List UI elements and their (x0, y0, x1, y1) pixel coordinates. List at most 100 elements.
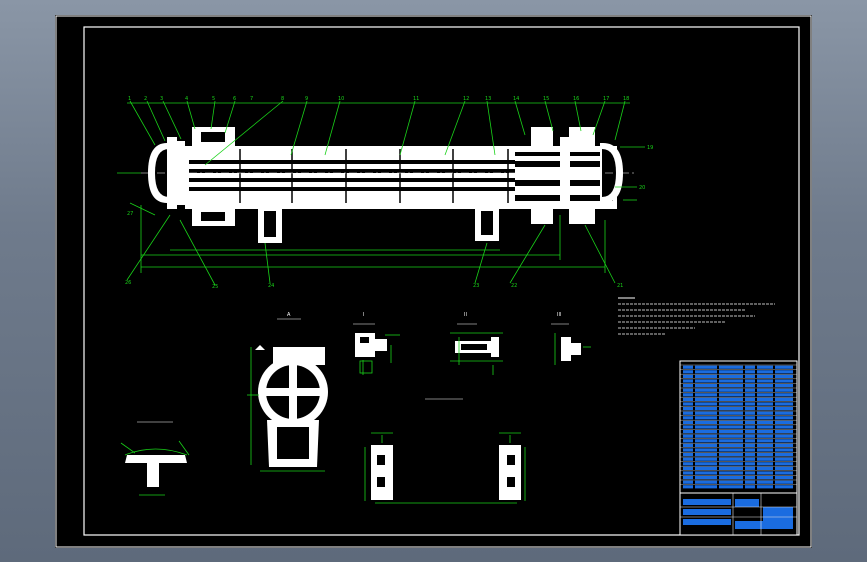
balloon-14: 14 (513, 96, 519, 102)
parts-list-cell (719, 457, 743, 461)
parts-list-cell (695, 457, 717, 461)
balloon-21: 21 (617, 283, 623, 289)
parts-list-cell (719, 430, 743, 434)
parts-list-cell (745, 397, 755, 401)
balloon-20: 20 (639, 185, 645, 191)
detail-3-block (561, 337, 571, 361)
heat-exchanger-elevation (141, 127, 635, 243)
parts-list-cell (719, 370, 743, 374)
parts-list-cell (695, 466, 717, 470)
tubesheet-right (499, 445, 521, 500)
parts-list-cell (719, 407, 743, 411)
left-tubesheet (167, 137, 177, 209)
parts-list-cell (683, 411, 693, 415)
parts-list-cell (719, 416, 743, 420)
parts-list-cell (757, 434, 773, 438)
parts-list-cell (775, 448, 793, 452)
balloon-12: 12 (463, 96, 469, 102)
support-detail-shape (125, 455, 187, 487)
parts-list-cell (695, 365, 717, 369)
parts-list-cell (775, 370, 793, 374)
parts-list-cell (775, 471, 793, 475)
right-bottom-nozzle-1 (531, 208, 553, 224)
parts-list-cell (757, 443, 773, 447)
parts-list-cell (695, 471, 717, 475)
parts-list-cell (775, 453, 793, 457)
parts-list-cell (719, 393, 743, 397)
balloon-17: 17 (603, 96, 609, 102)
parts-list-cell (745, 434, 755, 438)
parts-list-cell (775, 457, 793, 461)
balloon-1: 1 (128, 96, 131, 102)
parts-list-cell (719, 402, 743, 406)
parts-list-cell (775, 402, 793, 406)
tubesheet-left (371, 445, 393, 500)
parts-list-cell (745, 485, 755, 489)
balloon-10: 10 (338, 96, 344, 102)
parts-list-cell (775, 480, 793, 484)
parts-list-cell (757, 402, 773, 406)
parts-list-cell (683, 370, 693, 374)
parts-list-cell (695, 476, 717, 480)
inner-border (83, 26, 800, 536)
parts-list-cell (745, 420, 755, 424)
parts-list-table (679, 360, 798, 494)
parts-list-cell (695, 420, 717, 424)
parts-list-cell (695, 443, 717, 447)
parts-list-cell (757, 407, 773, 411)
balloon-15: 15 (543, 96, 549, 102)
balloon-7: 7 (250, 96, 253, 102)
parts-list-cell (719, 384, 743, 388)
right-bottom-nozzle-2 (569, 208, 595, 224)
parts-list-cell (719, 365, 743, 369)
parts-list-cell (683, 457, 693, 461)
parts-list-cell (745, 416, 755, 420)
parts-list-cell (719, 379, 743, 383)
parts-list-cell (683, 485, 693, 489)
parts-list-cell (775, 407, 793, 411)
section-a-view: A (247, 312, 328, 472)
parts-list-cell (745, 374, 755, 378)
support-detail-view (120, 421, 190, 496)
parts-list-cell (683, 480, 693, 484)
parts-list-cell (745, 384, 755, 388)
parts-list-cell (695, 416, 717, 420)
parts-list-cell (775, 485, 793, 489)
parts-list-cell (695, 384, 717, 388)
parts-list-cell (745, 365, 755, 369)
parts-list-cell (683, 420, 693, 424)
parts-list-cell (757, 365, 773, 369)
detail-2-label: II (464, 312, 467, 318)
parts-list-cell (757, 416, 773, 420)
parts-list-cell (695, 370, 717, 374)
balloon-24: 24 (268, 283, 274, 289)
parts-list-cell (695, 425, 717, 429)
parts-list-cell (683, 443, 693, 447)
parts-list-cell (775, 411, 793, 415)
parts-list-cell (775, 384, 793, 388)
balloon-labels: 1 2 3 4 5 6 7 8 9 10 11 12 13 14 15 16 1… (125, 96, 653, 290)
parts-list-cell (757, 397, 773, 401)
parts-list-cell (745, 439, 755, 443)
parts-list-cell (775, 439, 793, 443)
parts-list-cell (695, 388, 717, 392)
parts-list-cell (695, 434, 717, 438)
right-top-nozzle-1 (531, 127, 553, 147)
parts-list-cell (745, 407, 755, 411)
balloon-18: 18 (623, 96, 629, 102)
baffles (239, 149, 509, 203)
parts-list-cell (683, 388, 693, 392)
parts-list-cell (719, 443, 743, 447)
parts-list-cell (775, 420, 793, 424)
parts-list-cell (683, 448, 693, 452)
parts-list-cell (745, 466, 755, 470)
section-a-label: A (287, 312, 291, 318)
parts-list-cell (683, 439, 693, 443)
parts-list-cell (719, 397, 743, 401)
parts-list-cell (695, 462, 717, 466)
parts-list-cell (745, 462, 755, 466)
parts-list-cell (757, 420, 773, 424)
parts-list-cell (745, 471, 755, 475)
detail-1-label: I (363, 312, 364, 318)
